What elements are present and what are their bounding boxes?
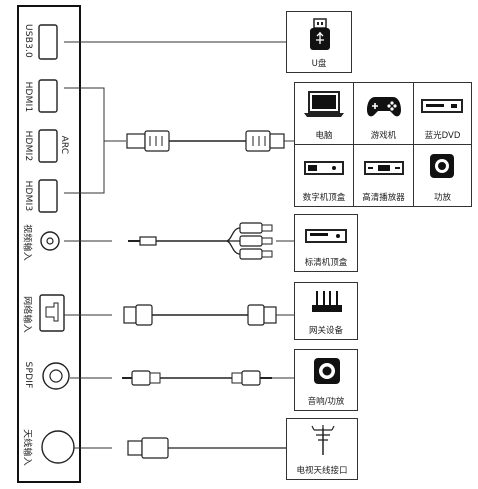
port-label-arc: ARC — [59, 135, 69, 155]
device-gateway-label: 网关设备 — [308, 326, 343, 336]
hdmi3-port — [38, 179, 58, 213]
device-game-console-label: 游戏机 — [370, 131, 397, 141]
device-sd-stb-label: 标清机顶盒 — [304, 258, 348, 268]
device-udisk-label: U盘 — [311, 59, 327, 69]
router-icon — [312, 291, 342, 312]
device-gateway: 网关设备 — [294, 282, 358, 340]
device-amplifier-label: 功放 — [433, 193, 451, 203]
antenna-port — [41, 430, 75, 464]
port-label-lan: 网络输入 — [21, 296, 32, 333]
amplifier-icon — [430, 154, 454, 178]
antenna-icon — [311, 425, 335, 455]
device-game-console: 游戏机 — [354, 83, 414, 145]
device-antenna-label: 电视天线接口 — [296, 466, 348, 476]
port-label-hdmi2: HDMI2 — [23, 130, 33, 162]
optical-cable — [122, 370, 272, 386]
set-top-box-icon — [305, 229, 347, 243]
device-bluray-label: 蓝光DVD — [424, 131, 461, 141]
hdmi-devices-group: 电脑 游戏机 蓝光DVD 数字机顶盒 高清播放器 — [294, 82, 472, 207]
hdmi1-port — [38, 79, 58, 113]
dvd-player-icon — [421, 99, 463, 113]
device-computer: 电脑 — [295, 83, 354, 145]
port-label-usb: USB3.0 — [23, 24, 33, 58]
port-label-av-in: 视频输入 — [21, 224, 32, 261]
media-player-icon — [364, 161, 404, 175]
device-hd-player-label: 高清播放器 — [362, 193, 405, 203]
port-label-hdmi3: HDMI3 — [23, 180, 33, 212]
device-sd-stb: 标清机顶盒 — [294, 214, 358, 272]
av-cable — [128, 222, 273, 260]
set-top-box-icon — [304, 161, 344, 175]
device-audio-amp: 音响/功放 — [294, 349, 358, 411]
port-label-hdmi1: HDMI1 — [23, 81, 33, 113]
hdmi2-port — [38, 129, 58, 163]
device-computer-label: 电脑 — [315, 131, 333, 141]
hdmi-cable — [126, 130, 285, 152]
device-digital-stb: 数字机顶盒 — [295, 145, 354, 206]
device-audio-amp-label: 音响/功放 — [307, 397, 345, 407]
antenna-cable — [127, 437, 294, 459]
device-digital-stb-label: 数字机顶盒 — [302, 193, 346, 203]
device-udisk: U盘 — [286, 11, 352, 73]
device-amplifier: 功放 — [414, 145, 471, 206]
port-label-spdif: SPDIF — [23, 361, 33, 389]
port-label-antenna: 天线输入 — [21, 429, 32, 466]
laptop-icon — [304, 91, 344, 117]
device-hd-player: 高清播放器 — [354, 145, 414, 206]
lan-port — [39, 294, 65, 332]
usb-drive-icon — [310, 18, 330, 50]
device-antenna: 电视天线接口 — [286, 418, 358, 480]
usb-port — [38, 24, 58, 60]
network-cable — [123, 304, 277, 326]
speaker-icon — [314, 358, 340, 384]
gamepad-icon — [367, 97, 401, 117]
device-bluray: 蓝光DVD — [414, 83, 471, 145]
